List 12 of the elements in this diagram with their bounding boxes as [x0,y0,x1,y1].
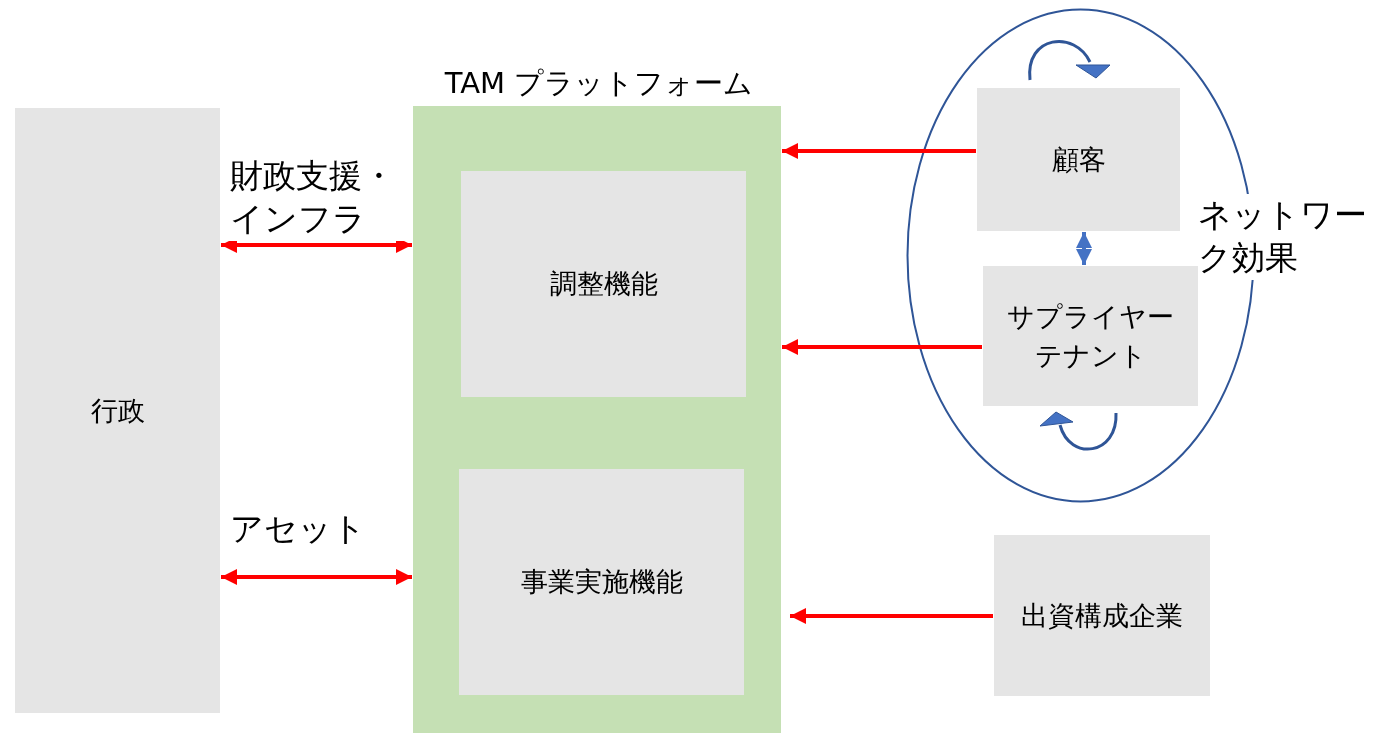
arrow [782,143,976,159]
arrow [221,569,412,585]
arrow [790,608,993,624]
process-box: 出資構成企業 [994,535,1210,696]
process-box: サプライヤーテナント [983,266,1198,406]
process-box: 事業実施機能 [459,469,744,695]
process-box: 行政 [15,108,220,713]
arrow [782,339,982,355]
process-box: 調整機能 [461,171,746,397]
process-box: 顧客 [977,88,1180,231]
panel-heading: TAM プラットフォーム [443,65,755,102]
arrow [1076,232,1092,265]
